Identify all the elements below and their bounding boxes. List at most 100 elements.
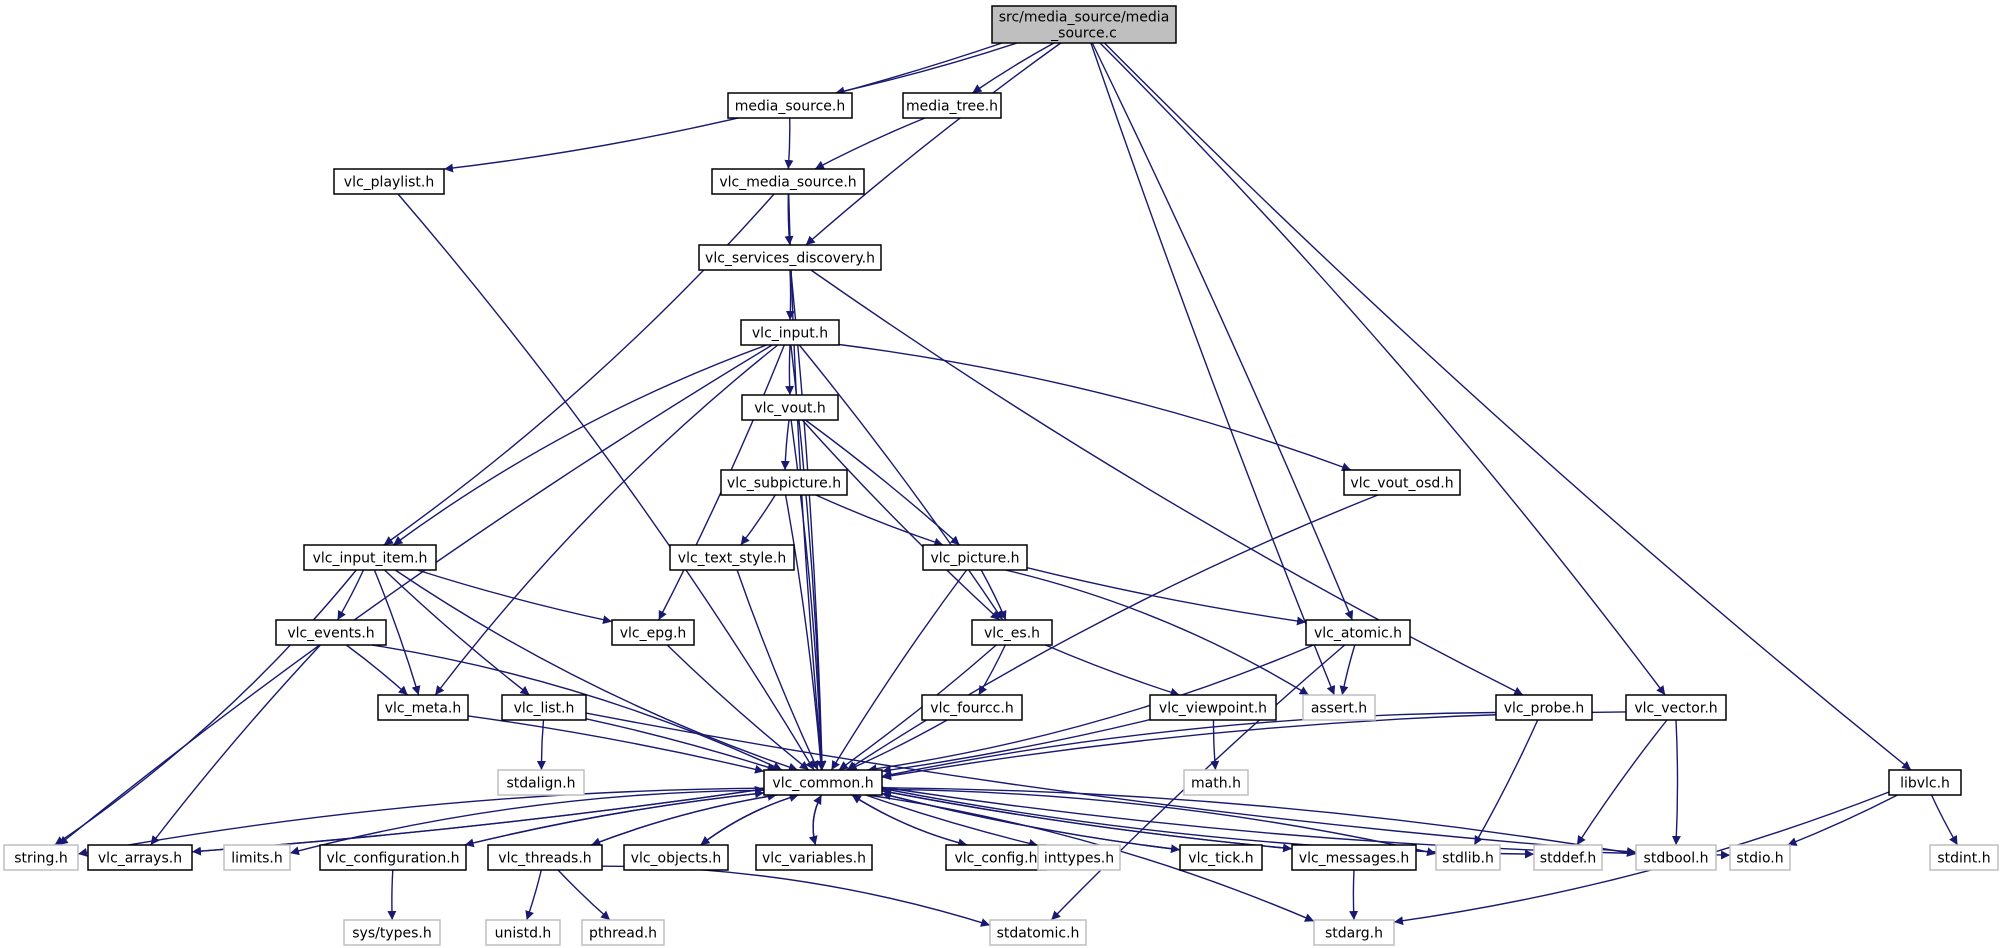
edge-vlc_vout_osd_h-to-vlc_common_h: [846, 494, 1379, 771]
node-box: [87, 844, 193, 871]
node-label: vlc_probe.h: [1504, 701, 1585, 717]
node-vlc-viewpoint-h[interactable]: vlc_viewpoint.h: [1149, 694, 1277, 721]
node-stdatomic-h: stdatomic.h: [989, 919, 1087, 946]
node-vlc-tick-h[interactable]: vlc_tick.h: [1179, 844, 1263, 871]
edge-vlc_messages_h-to-vlc_common_h: [881, 788, 1293, 850]
node-label: string.h: [14, 851, 68, 867]
node-vlc-vector-h[interactable]: vlc_vector.h: [1625, 694, 1727, 721]
node-label: vlc_atomic.h: [1314, 626, 1402, 642]
node-vlc-subpicture-h[interactable]: vlc_subpicture.h: [720, 469, 848, 496]
node-vlc-meta-h[interactable]: vlc_meta.h: [377, 694, 469, 721]
node-label: stdio.h: [1736, 851, 1783, 867]
node-vlc-text-style-h[interactable]: vlc_text_style.h: [669, 544, 795, 571]
edge-vlc_picture_h-to-vlc_common_h: [830, 569, 968, 771]
node-label: vlc_config.h: [954, 851, 1037, 867]
edge-root-to-vlc_atomic_h: [1091, 42, 1354, 621]
edge-vlc_subpicture_h-to-vlc_text_style_h: [740, 494, 776, 546]
node-stddef-h: stddef.h: [1533, 844, 1603, 871]
edge-root-to-libvlc_h: [1104, 42, 1912, 771]
node-label: unistd.h: [495, 926, 552, 942]
edge-vlc_events_h-to-vlc_meta_h: [345, 644, 409, 696]
edge-root-to-vlc_vector_h: [1099, 42, 1666, 696]
node-stdalign-h: stdalign.h: [497, 769, 585, 796]
node-libvlc-h[interactable]: libvlc.h: [1888, 769, 1962, 796]
edge-vlc_config_h-to-vlc_common_h: [851, 794, 968, 846]
edge-libvlc_h-to-stdint_h: [1930, 794, 1959, 846]
edge-root-to-assert_h: [1090, 42, 1336, 696]
node-box: [1313, 919, 1395, 946]
node-vlc-variables-h[interactable]: vlc_variables.h: [755, 844, 873, 871]
node-media-tree-h[interactable]: media_tree.h: [902, 92, 1002, 119]
edge-vlc_subpicture_h-to-vlc_common_h: [784, 494, 826, 771]
edge-vlc_common_h-to-stddef_h: [881, 787, 1535, 859]
node-vlc-playlist-h[interactable]: vlc_playlist.h: [333, 168, 445, 195]
node-label: vlc_fourcc.h: [930, 701, 1013, 717]
node-label: vlc_es.h: [984, 626, 1040, 642]
node-vlc-atomic-h[interactable]: vlc_atomic.h: [1305, 619, 1411, 646]
node-stdbool-h: stdbool.h: [1635, 844, 1717, 871]
node-vlc-events-h[interactable]: vlc_events.h: [275, 619, 387, 646]
node-vlc-input-item-h[interactable]: vlc_input_item.h: [303, 544, 437, 571]
edge-vlc_events_h-to-vlc_common_h: [371, 644, 783, 771]
edge-vlc_vector_h-to-vlc_common_h: [881, 711, 1627, 781]
node-vlc-vout-osd-h[interactable]: vlc_vout_osd.h: [1343, 469, 1461, 496]
node-vlc-common-h[interactable]: vlc_common.h: [763, 769, 883, 796]
node-media-source-h[interactable]: media_source.h: [727, 92, 853, 119]
edge-vlc_services_discovery_h-to-vlc_input_h: [785, 269, 795, 321]
node-math-h: math.h: [1183, 769, 1249, 796]
node-vlc-services-discovery-h[interactable]: vlc_services_discovery.h: [698, 244, 882, 271]
node-box: [1625, 694, 1727, 721]
node-vlc-list-h[interactable]: vlc_list.h: [501, 694, 587, 721]
edge-vlc_vout_h-to-vlc_es_h: [801, 419, 1001, 621]
node-box: [1929, 844, 1999, 871]
edge-vlc_input_h-to-vlc_es_h: [798, 344, 1004, 621]
node-vlc-epg-h[interactable]: vlc_epg.h: [611, 619, 695, 646]
edge-vlc_messages_h-to-stdarg_h: [1349, 869, 1359, 921]
edge-vlc_viewpoint_h-to-vlc_common_h: [881, 718, 1151, 775]
node-vlc-threads-h[interactable]: vlc_threads.h: [487, 844, 603, 871]
node-vlc-es-h[interactable]: vlc_es.h: [971, 619, 1053, 646]
node-label: vlc_services_discovery.h: [705, 251, 875, 267]
edge-libvlc_h-to-stdio_h: [1787, 794, 1898, 846]
node-vlc-messages-h[interactable]: vlc_messages.h: [1291, 844, 1417, 871]
edge-vlc_events_h-to-vlc_arrays_h: [150, 644, 321, 846]
node-unistd-h: unistd.h: [485, 919, 561, 946]
node-root[interactable]: src/media_source/media_source.c: [991, 5, 1177, 44]
node-label: stdatomic.h: [997, 926, 1080, 942]
node-label: vlc_vout.h: [754, 401, 825, 417]
node-label: limits.h: [231, 851, 282, 867]
node-vlc-config-h[interactable]: vlc_config.h: [945, 844, 1047, 871]
node-vlc-probe-h[interactable]: vlc_probe.h: [1495, 694, 1593, 721]
node-vlc-picture-h[interactable]: vlc_picture.h: [922, 544, 1028, 571]
node-vlc-arrays-h[interactable]: vlc_arrays.h: [87, 844, 193, 871]
node-box: [727, 92, 853, 119]
node-vlc-media-source-h[interactable]: vlc_media_source.h: [711, 168, 865, 195]
node-box: [487, 844, 603, 871]
node-vlc-input-h[interactable]: vlc_input.h: [740, 319, 840, 346]
edge-vlc_vout_h-to-vlc_subpicture_h: [780, 419, 790, 471]
node-vlc-configuration-h[interactable]: vlc_configuration.h: [319, 844, 467, 871]
node-label: stdbool.h: [1644, 851, 1709, 867]
node-box: [902, 92, 1002, 119]
node-box: [303, 544, 437, 571]
node-vlc-fourcc-h[interactable]: vlc_fourcc.h: [921, 694, 1023, 721]
edge-vlc_input_h-to-string_h: [58, 344, 773, 846]
node-label: stdlib.h: [1442, 851, 1494, 867]
node-vlc-objects-h[interactable]: vlc_objects.h: [623, 844, 729, 871]
node-box: [343, 919, 441, 946]
edge-vlc_picture_h-to-assert_h: [1005, 569, 1310, 696]
node-box: [1495, 694, 1593, 721]
edge-vlc_common_h-to-stdbool_h: [881, 787, 1637, 857]
node-label: vlc_playlist.h: [344, 175, 434, 191]
node-box: [1343, 469, 1461, 496]
node-box: [740, 319, 840, 346]
node-label: vlc_threads.h: [498, 851, 591, 867]
edge-vlc_vector_h-to-stddef_h: [1576, 719, 1668, 846]
edge-vlc_text_style_h-to-vlc_common_h: [736, 569, 819, 771]
node-box: [669, 544, 795, 571]
node-label: vlc_text_style.h: [678, 551, 786, 567]
node-vlc-vout-h[interactable]: vlc_vout.h: [741, 394, 839, 421]
node-box: [581, 919, 665, 946]
node-box: [1305, 619, 1411, 646]
node-box: [223, 844, 291, 871]
